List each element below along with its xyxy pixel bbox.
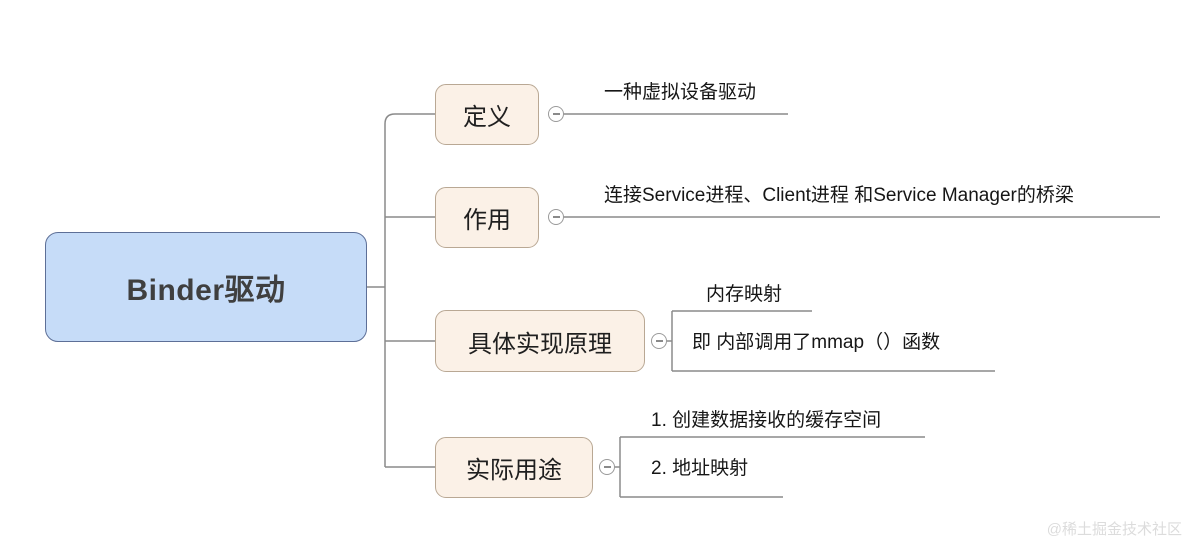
collapse-toggle-definition[interactable] — [548, 106, 564, 122]
minus-icon — [655, 340, 663, 342]
root-node[interactable]: Binder驱动 — [45, 232, 367, 342]
branch-node-label: 定义 — [463, 104, 511, 131]
branch-node-label: 实际用途 — [466, 457, 562, 484]
leaf-text-usage-2: 2. 地址映射 — [651, 458, 749, 479]
minus-icon — [603, 466, 611, 468]
collapse-toggle-usage[interactable] — [599, 459, 615, 475]
branch-node-label: 具体实现原理 — [468, 330, 612, 358]
branch-node-usage[interactable]: 实际用途 — [435, 437, 593, 498]
leaf-text-implementation-2: 即 内部调用了mmap（）函数 — [692, 332, 941, 353]
branch-node-implementation[interactable]: 具体实现原理 — [435, 310, 645, 372]
leaf-text-usage-1: 1. 创建数据接收的缓存空间 — [651, 410, 882, 431]
minus-icon — [552, 216, 560, 218]
minus-icon — [552, 113, 560, 115]
collapse-toggle-role[interactable] — [548, 209, 564, 225]
branch-node-label: 作用 — [463, 207, 511, 234]
branch-node-role[interactable]: 作用 — [435, 187, 539, 248]
leaf-text-implementation-1: 内存映射 — [706, 284, 783, 305]
watermark: @稀土掘金技术社区 — [1046, 521, 1182, 538]
leaf-text-role-1: 连接Service进程、Client进程 和Service Manager的桥梁 — [604, 185, 1074, 206]
root-node-label: Binder驱动 — [126, 274, 286, 307]
collapse-toggle-implementation[interactable] — [651, 333, 667, 349]
leaf-text-definition-1: 一种虚拟设备驱动 — [604, 82, 757, 103]
branch-node-definition[interactable]: 定义 — [435, 84, 539, 145]
